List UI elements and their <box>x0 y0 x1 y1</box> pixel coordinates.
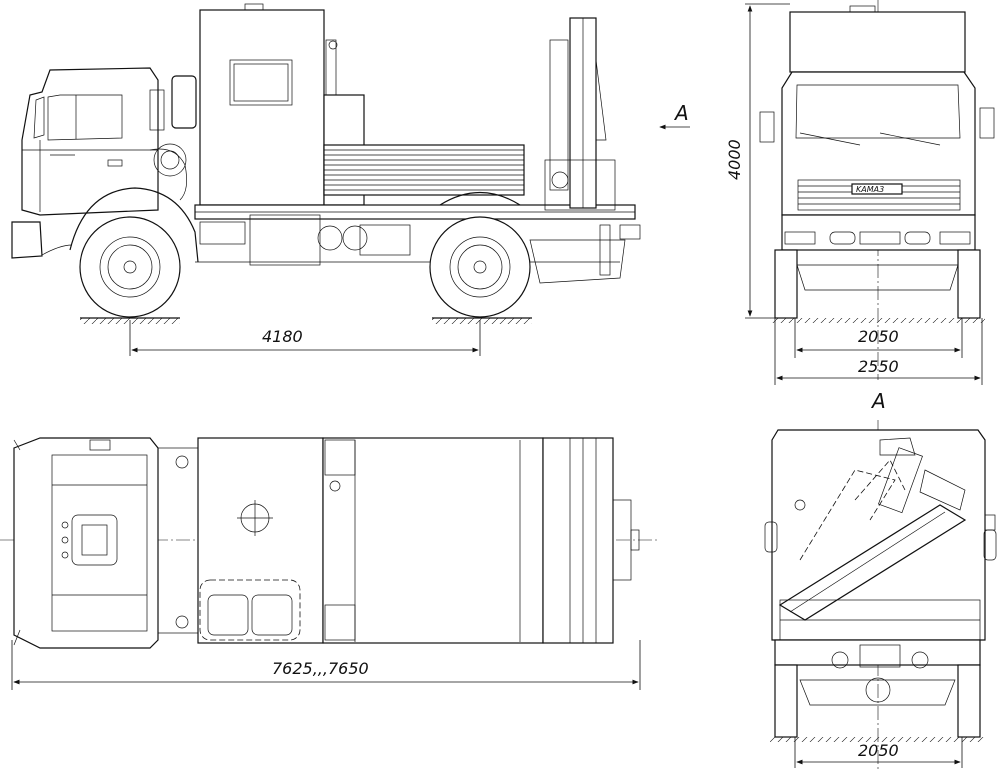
side-mirror <box>149 89 165 131</box>
front-bumper-front <box>781 214 976 251</box>
door-handle <box>107 159 123 167</box>
rear-fender <box>439 191 521 206</box>
grille-badge <box>851 183 903 195</box>
front-fender <box>69 187 199 263</box>
left-mirror <box>759 111 775 143</box>
wheelbase-label: 4180 <box>262 327 303 346</box>
badge-text: KAMA3 <box>856 185 884 194</box>
side-view: 4180 A <box>11 3 690 356</box>
rear-bumper <box>529 239 626 284</box>
front-view-ground <box>770 318 985 323</box>
rear-left-wheel <box>774 664 798 738</box>
rear-wheel <box>429 216 531 318</box>
right-mirror <box>979 107 995 139</box>
rear-mirror-left <box>764 521 778 553</box>
overall-length-label: 7625,,,7650 <box>272 659 369 678</box>
crane-arm <box>544 17 641 276</box>
view-arrow-label: A <box>673 101 689 125</box>
grille <box>797 179 961 211</box>
reel-2 <box>342 225 368 251</box>
rear-track-label: 2050 <box>858 741 899 760</box>
outrigger <box>599 224 611 276</box>
roof-vent <box>244 3 264 11</box>
reel-compartment <box>199 579 301 641</box>
top-view: 7625,,,7650 <box>0 437 660 690</box>
cab-roof <box>51 454 148 632</box>
cab-side-window <box>47 94 123 141</box>
roof-hatch <box>71 514 118 566</box>
top-cab <box>13 437 159 649</box>
rear-view: A 2050 <box>764 389 997 769</box>
reel-1 <box>317 225 343 251</box>
ground-hatch-rear <box>432 318 532 324</box>
front-body-top <box>789 11 966 73</box>
front-track-label: 2050 <box>858 327 899 346</box>
chassis-frame <box>194 191 636 284</box>
top-crane <box>542 437 614 644</box>
top-body-box <box>197 437 324 644</box>
height-label: 4000 <box>725 139 744 180</box>
headlight-right <box>939 231 971 245</box>
rear-crane <box>778 437 967 621</box>
rear-right-wheel <box>957 664 981 738</box>
headlight-left <box>784 231 816 245</box>
front-view: KAMA3 4000 2050 2550 <box>725 0 995 385</box>
air-intake <box>153 143 187 177</box>
front-wheel <box>79 216 181 318</box>
truck-cab <box>21 67 187 216</box>
windshield <box>795 84 961 139</box>
front-left-wheel <box>774 249 798 319</box>
rear-view-ground <box>770 737 985 742</box>
equipment-body <box>199 3 525 206</box>
front-right-wheel <box>957 249 981 319</box>
front-bumper <box>11 221 43 259</box>
overall-width-label: 2550 <box>858 357 899 376</box>
rear-mirror-right <box>983 529 997 561</box>
exhaust-stack <box>171 75 197 129</box>
body-window <box>229 59 293 106</box>
rear-bumper-rear <box>774 639 981 666</box>
rear-view-label: A <box>870 389 886 413</box>
top-platform <box>322 437 544 644</box>
platform-slats <box>324 149 524 191</box>
